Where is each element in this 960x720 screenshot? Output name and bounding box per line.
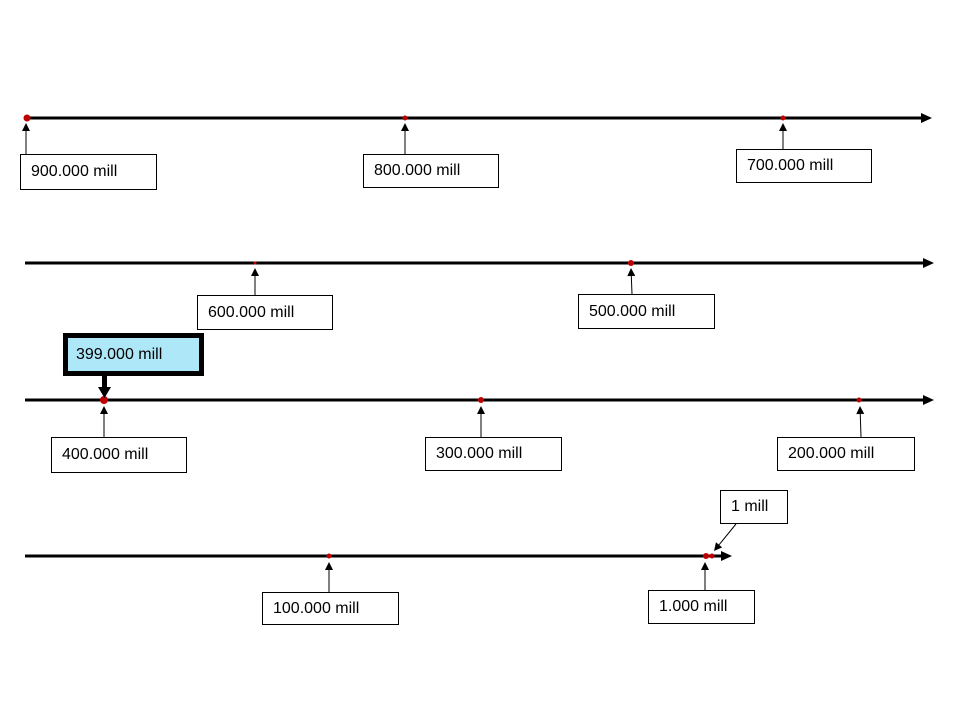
label-connector-arrowhead-2 — [401, 123, 409, 131]
label-500000-mill: 500.000 mill — [578, 294, 715, 329]
timeline-marker-6 — [100, 396, 108, 404]
label-connector-arrowhead-1-mill — [714, 542, 723, 551]
timeline-marker-1 — [23, 114, 31, 122]
highlight-pointer-arrowhead — [98, 387, 111, 398]
label-700000-mill: 700.000 mill — [736, 149, 872, 183]
highlight-pointer-stem — [102, 376, 107, 390]
label-connector-arrowhead-8 — [856, 406, 865, 415]
timeline-marker-8 — [856, 397, 862, 403]
timeline-marker-3 — [780, 115, 786, 121]
label-connector-arrowhead-5 — [627, 268, 636, 277]
label-connector-8 — [859, 413, 862, 438]
timeline-marker-4 — [253, 261, 257, 265]
label-200000-mill: 200.000 mill — [777, 437, 915, 471]
label-connector-arrowhead-9 — [325, 562, 333, 570]
label-connector-arrowhead-7 — [477, 406, 485, 414]
label-800000-mill: 800.000 mill — [363, 154, 499, 188]
timeline-marker-9 — [326, 553, 332, 559]
label-connector-1-mill — [718, 523, 737, 546]
label-399000-mill-highlight: 399.000 mill — [63, 333, 204, 376]
label-connector-arrowhead-3 — [779, 123, 787, 131]
label-1000-mill: 1.000 mill — [648, 590, 755, 624]
label-connector-arrowhead-10 — [701, 562, 709, 570]
timeline-axis-arrowhead-4 — [721, 551, 732, 561]
timeline-axis-arrowhead-1 — [921, 113, 932, 123]
timeline-marker-2 — [402, 115, 408, 121]
timeline-axis-arrowhead-2 — [923, 258, 934, 268]
label-connector-5 — [630, 275, 633, 295]
label-300000-mill: 300.000 mill — [425, 437, 562, 471]
label-connector-arrowhead-6 — [100, 406, 108, 414]
label-connector-arrowhead-4 — [251, 268, 259, 276]
label-400000-mill: 400.000 mill — [51, 437, 187, 473]
timeline-axis-arrowhead-3 — [923, 395, 934, 405]
timeline-marker-5 — [628, 260, 634, 266]
timeline-marker-1-mill — [709, 553, 715, 559]
label-900000-mill: 900.000 mill — [20, 154, 157, 190]
label-600000-mill: 600.000 mill — [197, 295, 333, 330]
label-100000-mill: 100.000 mill — [262, 592, 399, 625]
label-connector-arrowhead-1 — [22, 123, 30, 131]
timeline-marker-10 — [703, 553, 709, 559]
label-1-mill: 1 mill — [720, 490, 788, 524]
timeline-marker-7 — [478, 397, 484, 403]
